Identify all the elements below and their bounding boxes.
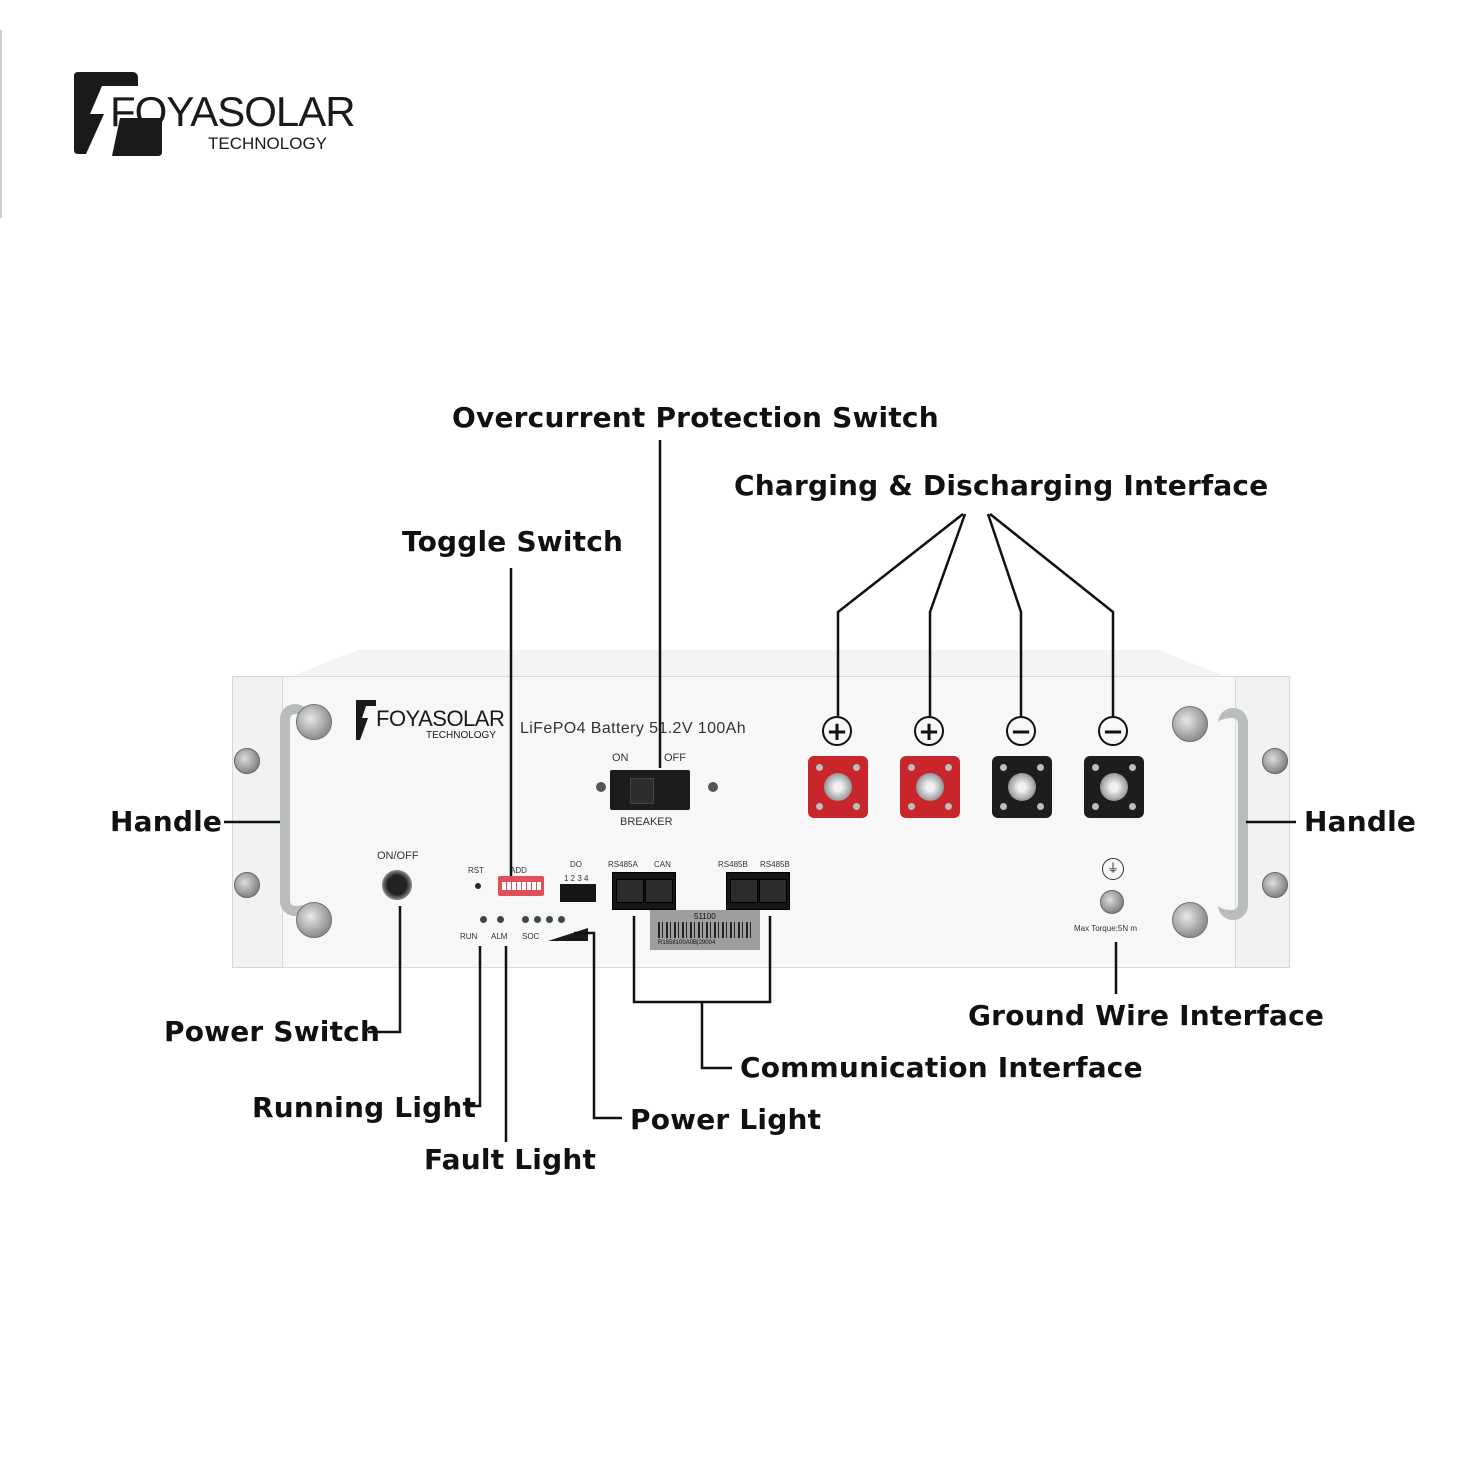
callout-toggle-switch: Toggle Switch bbox=[402, 525, 624, 558]
power-button[interactable] bbox=[382, 870, 412, 900]
breaker-lever[interactable] bbox=[630, 778, 654, 804]
negative-terminal[interactable] bbox=[1084, 756, 1144, 818]
rack-screw bbox=[1262, 748, 1288, 774]
handle-mount bbox=[1172, 706, 1208, 742]
soc-label: SOC bbox=[522, 932, 540, 941]
rs485a-label: RS485A bbox=[608, 860, 638, 869]
callout-communication: Communication Interface bbox=[740, 1051, 1143, 1084]
add-label: ADD bbox=[510, 866, 527, 875]
callout-ground-wire: Ground Wire Interface bbox=[968, 999, 1325, 1032]
rs485b-label: RS485B bbox=[760, 860, 790, 869]
breaker-on-label: ON bbox=[612, 752, 629, 764]
barcode-bars bbox=[658, 922, 752, 938]
negative-symbol: − bbox=[1098, 716, 1128, 746]
callout-power-light: Power Light bbox=[630, 1103, 822, 1136]
soc-led bbox=[546, 916, 553, 923]
brand-name: FOYASOLAR bbox=[110, 88, 356, 135]
alm-led bbox=[497, 916, 504, 923]
unit-brand-tagline: TECHNOLOGY bbox=[426, 730, 497, 741]
soc-wedge-icon bbox=[548, 928, 588, 941]
reset-button[interactable] bbox=[475, 883, 481, 889]
positive-terminal[interactable] bbox=[808, 756, 868, 818]
brand-logo: FOYASOLAR TECHNOLOGY bbox=[72, 68, 372, 158]
brand-tagline: TECHNOLOGY bbox=[208, 134, 328, 153]
rs485a-can-port[interactable] bbox=[612, 872, 676, 910]
callout-handle-left: Handle bbox=[110, 805, 223, 838]
handle-mount bbox=[296, 902, 332, 938]
positive-symbol: + bbox=[914, 716, 944, 746]
page-edge-line bbox=[0, 30, 2, 218]
breaker-off-label: OFF bbox=[664, 752, 686, 764]
power-switch-label: ON/OFF bbox=[377, 850, 419, 862]
callout-power-switch: Power Switch bbox=[164, 1015, 381, 1048]
unit-brand-name: FOYASOLAR bbox=[376, 706, 505, 731]
callout-overcurrent-switch: Overcurrent Protection Switch bbox=[452, 401, 939, 434]
do-label: DO bbox=[570, 860, 582, 869]
right-handle[interactable] bbox=[1218, 708, 1248, 920]
run-label: RUN bbox=[460, 932, 478, 941]
handle-mount bbox=[296, 704, 332, 740]
positive-terminal[interactable] bbox=[900, 756, 960, 818]
soc-led bbox=[522, 916, 529, 923]
left-handle[interactable] bbox=[280, 704, 310, 916]
can-label: CAN bbox=[654, 860, 671, 869]
run-led bbox=[480, 916, 487, 923]
rack-screw bbox=[234, 872, 260, 898]
torque-label: Max Torque:5N m bbox=[1074, 924, 1137, 933]
barcode-top-text: 51100 bbox=[694, 912, 716, 921]
rst-label: RST bbox=[468, 866, 484, 875]
rs485b-label: RS485B bbox=[718, 860, 748, 869]
unit-top-face bbox=[282, 650, 1234, 680]
dip-toggle-switch[interactable] bbox=[498, 876, 544, 896]
callout-charging-interface: Charging & Discharging Interface bbox=[734, 469, 1269, 502]
model-text: LiFePO4 Battery 51.2V 100Ah bbox=[520, 720, 747, 737]
rack-screw bbox=[1262, 872, 1288, 898]
breaker-screw bbox=[708, 782, 718, 792]
soc-led bbox=[534, 916, 541, 923]
negative-terminal[interactable] bbox=[992, 756, 1052, 818]
rs485b-port[interactable] bbox=[726, 872, 790, 910]
rack-screw bbox=[234, 748, 260, 774]
callout-fault-light: Fault Light bbox=[424, 1143, 597, 1176]
unit-logo-bolt-icon bbox=[356, 700, 376, 740]
callout-handle-right: Handle bbox=[1304, 805, 1417, 838]
ground-symbol-icon: ⏚ bbox=[1102, 858, 1124, 880]
unit-logo: FOYASOLAR TECHNOLOGY bbox=[354, 698, 514, 746]
negative-symbol: − bbox=[1006, 716, 1036, 746]
logo-bolt-icon bbox=[74, 72, 162, 156]
breaker-label: BREAKER bbox=[620, 816, 673, 828]
breaker-switch[interactable] bbox=[610, 770, 690, 810]
barcode-label: 51100 R1658100A0B|29004 bbox=[650, 910, 760, 950]
barcode-bottom-text: R1658100A0B|29004 bbox=[658, 940, 716, 946]
soc-led bbox=[558, 916, 565, 923]
do-connector[interactable] bbox=[560, 884, 596, 902]
do-pins: 1 2 3 4 bbox=[564, 874, 589, 883]
battery-unit: FOYASOLAR TECHNOLOGY LiFePO4 Battery 51.… bbox=[232, 650, 1290, 970]
alm-label: ALM bbox=[491, 932, 508, 941]
handle-mount bbox=[1172, 902, 1208, 938]
callout-running-light: Running Light bbox=[252, 1091, 477, 1124]
ground-bolt[interactable] bbox=[1100, 890, 1124, 914]
breaker-screw bbox=[596, 782, 606, 792]
positive-symbol: + bbox=[822, 716, 852, 746]
